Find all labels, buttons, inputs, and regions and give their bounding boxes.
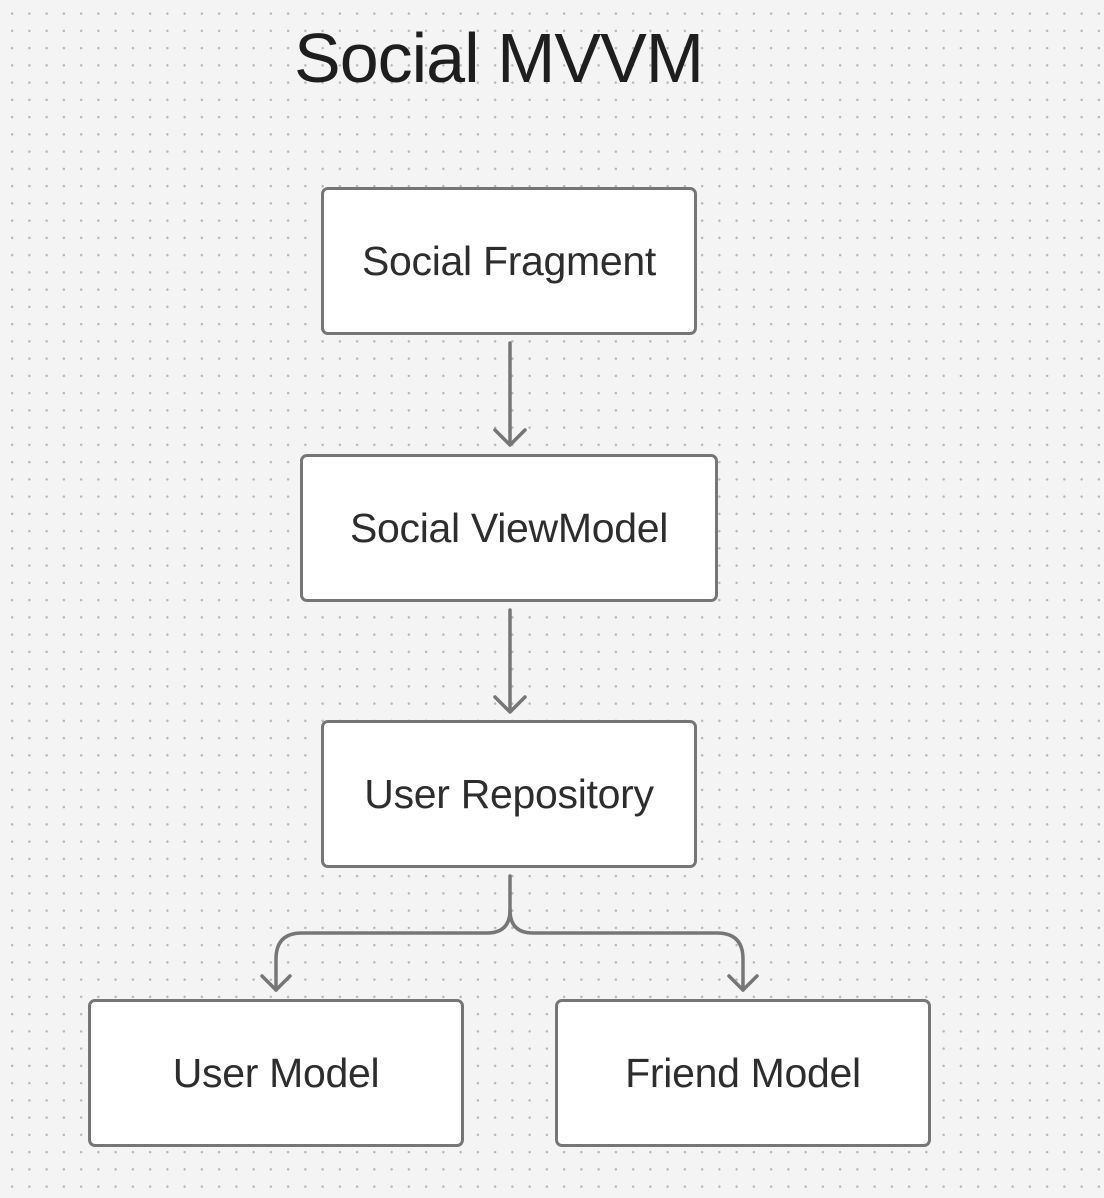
edge-repository-to-friend-model <box>508 908 759 992</box>
node-label: Social Fragment <box>361 237 656 284</box>
arrowhead-icon <box>493 695 527 714</box>
node-label: Friend Model <box>625 1049 861 1096</box>
arrowhead-icon <box>260 974 292 992</box>
connector-line <box>274 874 512 992</box>
node-friend-model[interactable]: Friend Model <box>555 999 931 1147</box>
arrowhead-icon <box>493 428 527 447</box>
node-user-model[interactable]: User Model <box>88 999 464 1147</box>
node-social-fragment[interactable]: Social Fragment <box>321 187 697 335</box>
node-label: Social ViewModel <box>349 504 669 551</box>
diagram-title: Social MVVM <box>294 19 704 97</box>
node-social-viewmodel[interactable]: Social ViewModel <box>300 454 718 602</box>
edge-viewmodel-to-repository <box>493 608 527 714</box>
node-label: User Model <box>172 1049 380 1096</box>
node-label: User Repository <box>364 770 654 817</box>
arrowhead-icon <box>727 974 759 992</box>
node-user-repository[interactable]: User Repository <box>321 720 697 868</box>
edge-fragment-to-viewmodel <box>493 341 527 447</box>
connector-line <box>508 908 745 992</box>
edge-repository-to-user-model <box>260 874 512 992</box>
